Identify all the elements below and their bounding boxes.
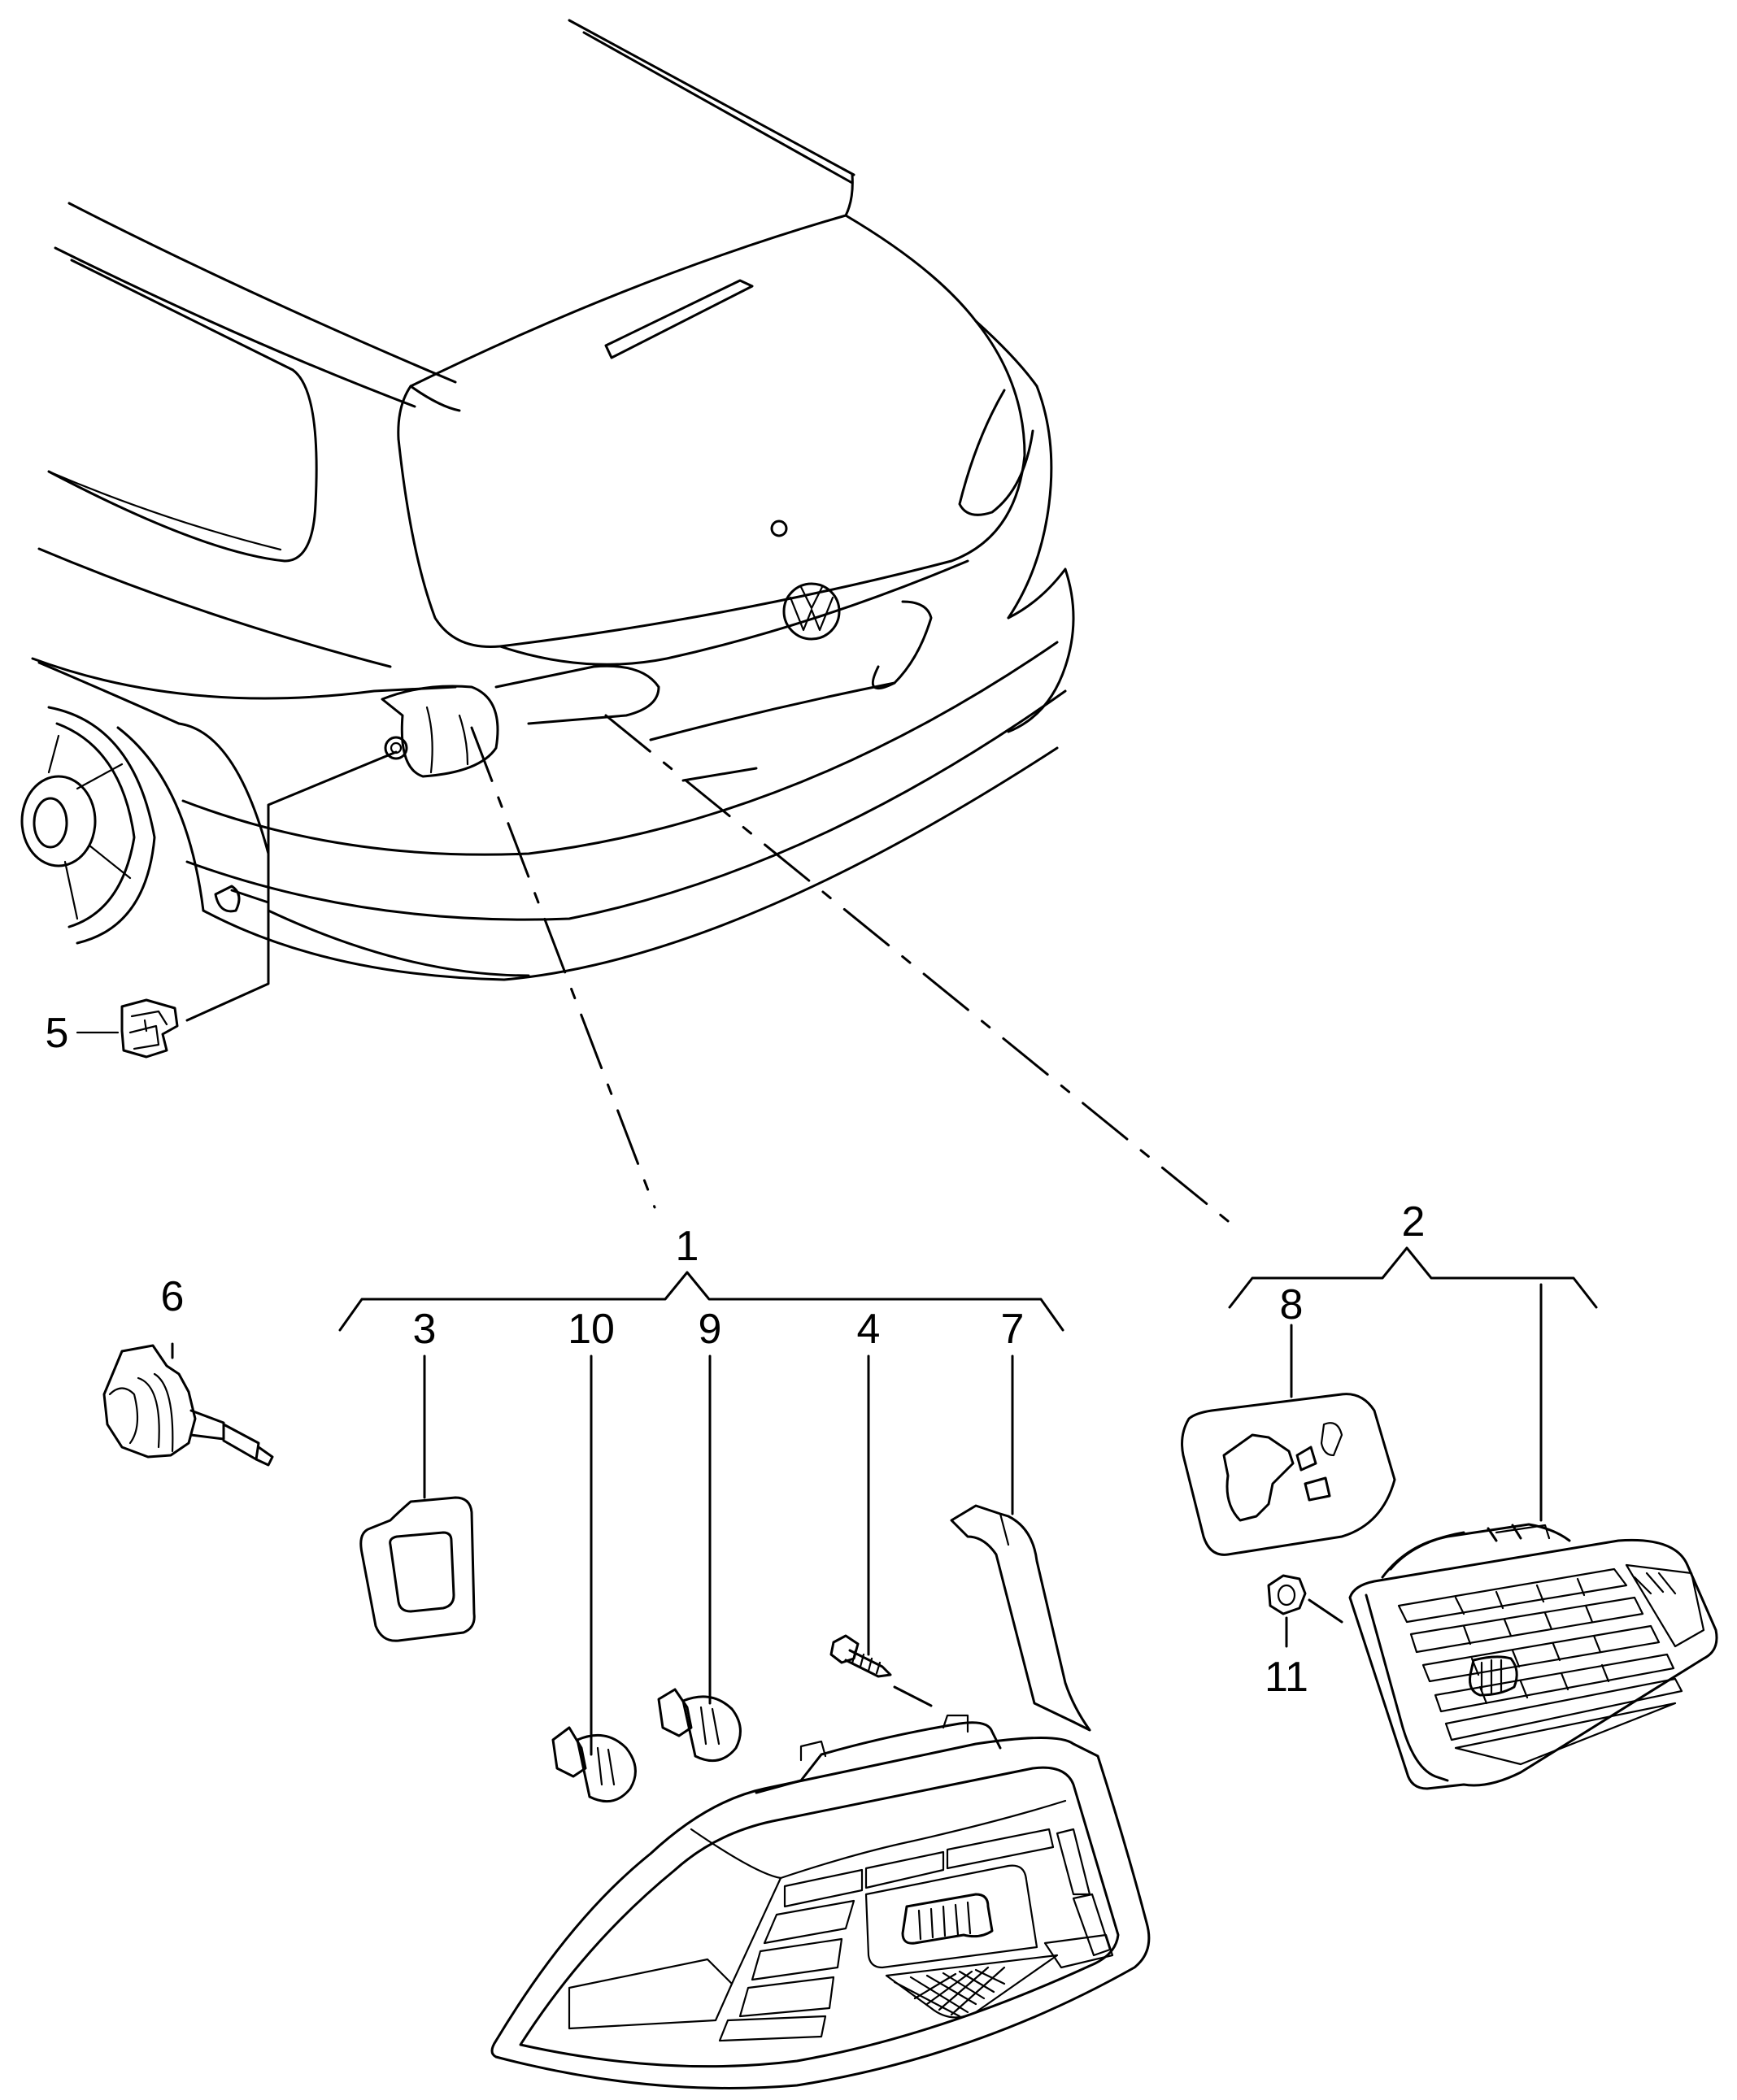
callout-labels: 1 2 3 10 9 4 7 6 8 5 11: [46, 1010, 1426, 1701]
part-10-bulb: [551, 1354, 637, 1803]
vw-logo: [782, 582, 841, 641]
callout-7: 7: [1001, 1306, 1025, 1353]
part-7-seal: [950, 1354, 1091, 1732]
part-5-clip: [120, 998, 179, 1059]
callout-5: 5: [46, 1010, 69, 1057]
callout-1: 1: [676, 1223, 699, 1270]
callout-3: 3: [413, 1306, 437, 1353]
callout-4: 4: [857, 1306, 881, 1353]
part-4-screw: [829, 1354, 933, 1707]
part-9-bulb: [657, 1354, 742, 1763]
part-8-gasket: [1181, 1324, 1396, 1556]
part-2-tail-light-inner: [1348, 1283, 1718, 1790]
callout-11: 11: [1265, 1654, 1308, 1701]
part-11-nut: [1267, 1574, 1343, 1648]
callout-9: 9: [699, 1306, 722, 1353]
part-3-gasket: [359, 1354, 476, 1642]
wheel: [20, 706, 156, 945]
bracket-group-1: [338, 1271, 1064, 1332]
car-rear-outline: [20, 19, 1075, 981]
callout-2: 2: [1402, 1198, 1426, 1246]
bracket-group-2: [1228, 1246, 1598, 1309]
part-1-tail-light-outer: [490, 1714, 1151, 2089]
callout-6: 6: [161, 1273, 185, 1320]
callout-8: 8: [1280, 1281, 1304, 1328]
leader-lines: [76, 714, 1238, 1229]
part-6-connector: [102, 1342, 274, 1467]
callout-10: 10: [568, 1306, 615, 1353]
